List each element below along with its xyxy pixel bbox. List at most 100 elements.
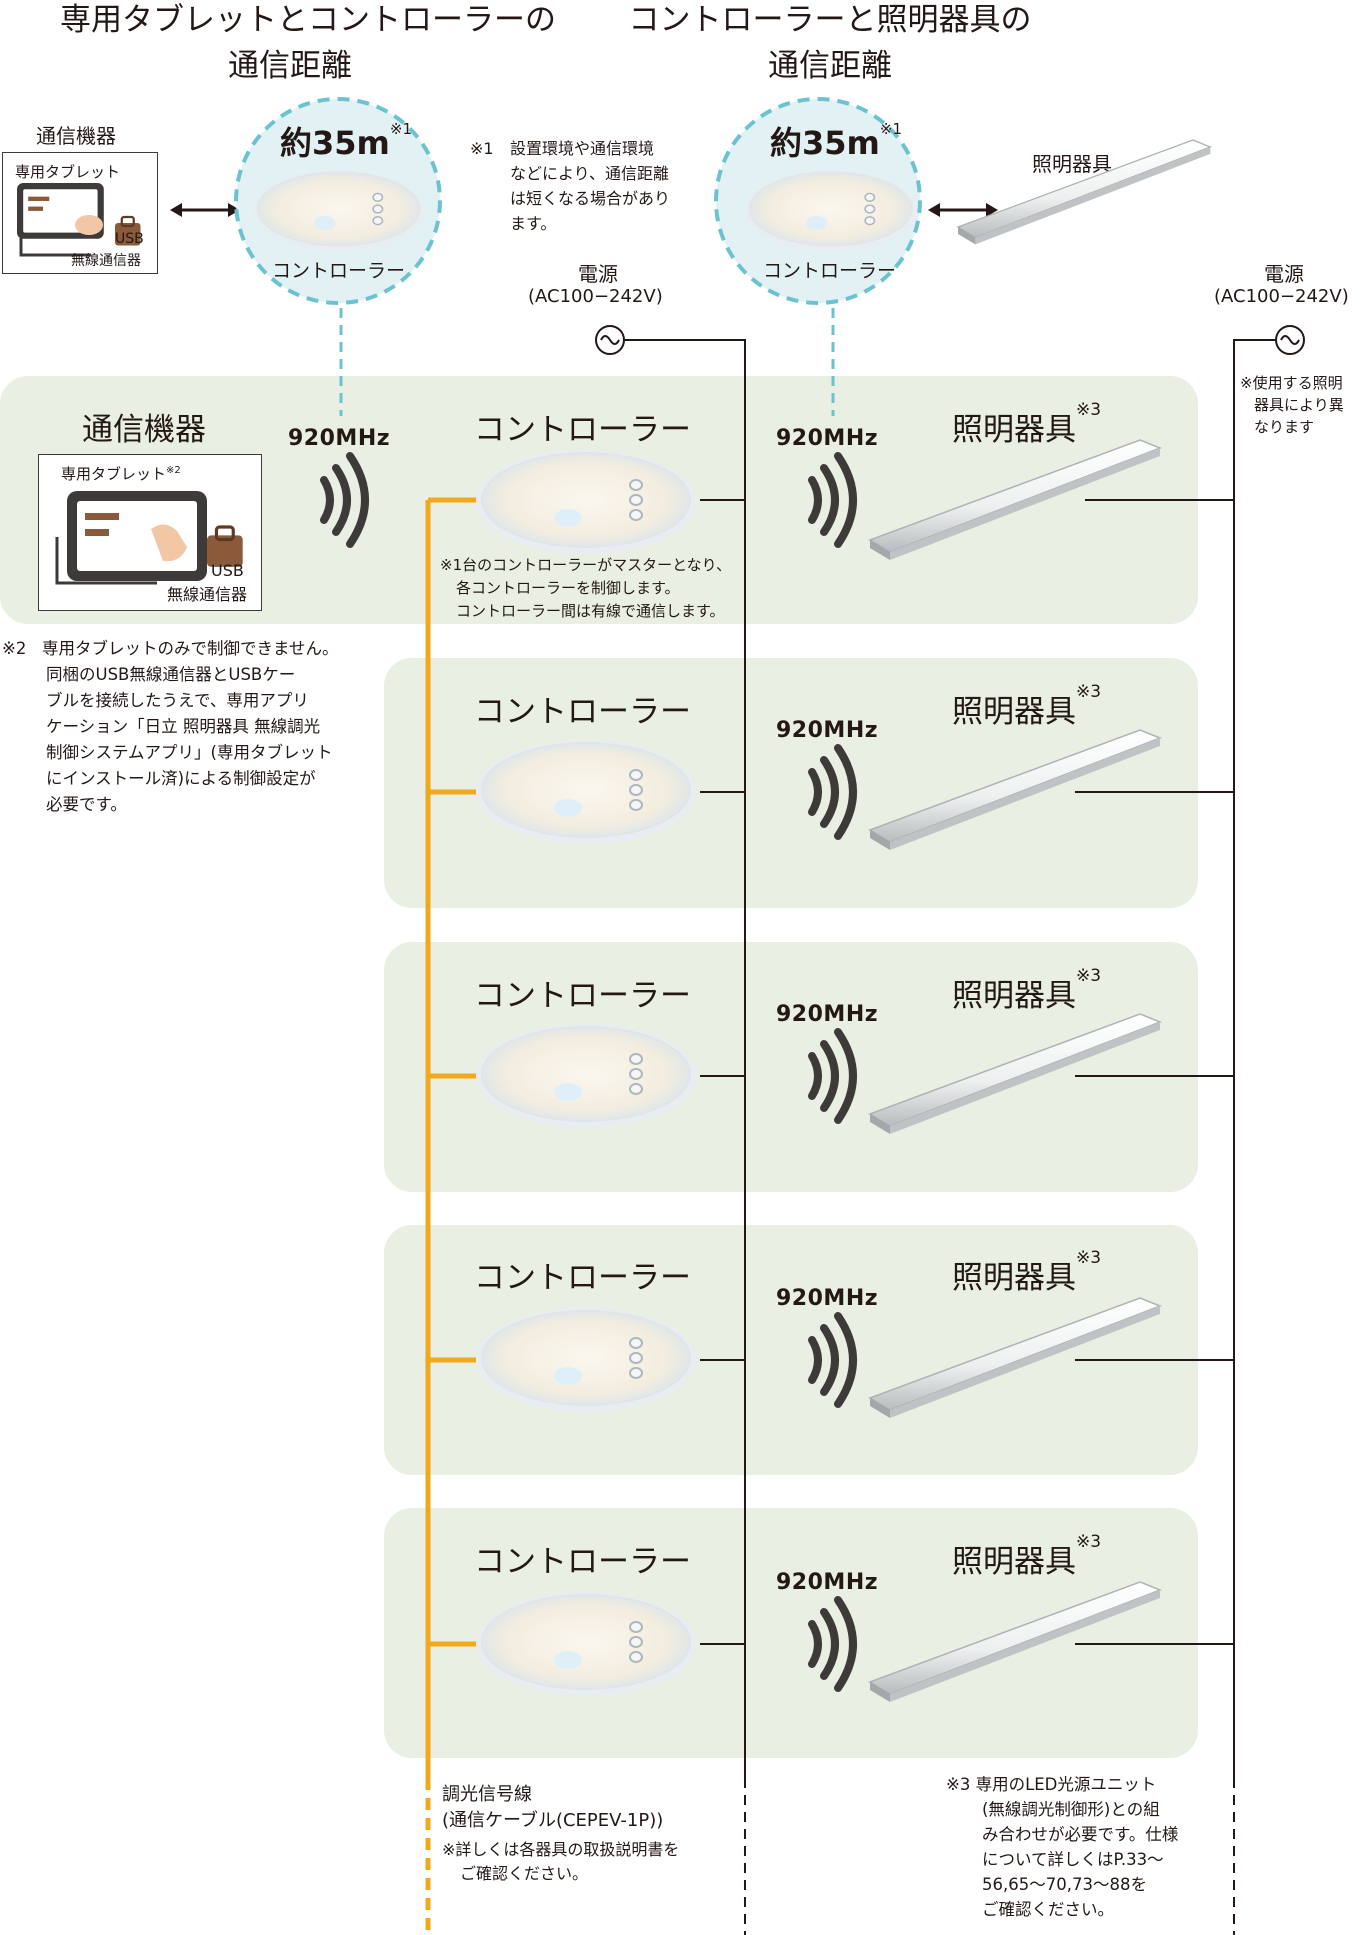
cable-spec: (通信ケーブル(CEPEV-1P)) [442,1810,664,1831]
row-2-light-mark: ※3 [1076,682,1102,702]
note1-line-2: などにより、通信距離 [510,164,670,183]
row-3-wave-icon [806,1038,876,1118]
right-power-note-3: なります [1254,418,1315,436]
left-title-line2: 通信距離 [228,48,352,84]
note3-line-2: (無線調光制御形)との組 [982,1800,1160,1819]
row-4-controller-image [475,1307,697,1413]
row1-tablet-mark: ※2 [166,465,181,476]
left-range-value: 約35m※1 [280,118,412,164]
left-range-mark: ※1 [389,120,413,138]
row-2-controller-image [475,739,697,845]
row1-left-freq: 920MHz [288,426,391,451]
row1-usb-line2: 無線通信器 [167,585,248,604]
row-1-wave-icon [806,462,876,542]
note3: ※3 専用のLED光源ユニット (無線調光制御形)との組 み合わせが必要です。仕… [946,1772,1226,1922]
row1-master-note-2: 各コントローラーを制御します。 [456,579,680,597]
cable-title: 調光信号線 [442,1784,532,1805]
row-4-freq: 920MHz [776,1286,879,1311]
note1: ※1 設置環境や通信環境 などにより、通信距離 は短くなる場合があり ます。 [470,136,700,236]
top-usb-line1: USB [115,231,144,247]
row-2-controller-label: コントローラー [474,694,691,730]
note3-line-4: について詳しくはP.33〜 [982,1850,1164,1869]
row-1-light-mark: ※3 [1076,400,1102,420]
middle-power-label: 電源 [578,262,618,286]
top-usb-line2: 無線通信器 [71,253,141,269]
left-range-text: 約35m [280,124,390,162]
row-4-light-mark: ※3 [1076,1248,1102,1268]
row1-left-wave-icon [318,462,388,542]
row1-tablet-label: 専用タブレット※2 [61,463,181,484]
note1-line-4: ます。 [510,214,557,233]
note2-line-1: 専用タブレットのみで制御できません。 [42,639,339,658]
top-light-label: 照明器具 [1032,152,1112,176]
top-left-controller-label: コントローラー [272,260,406,282]
cable-info: 調光信号線 (通信ケーブル(CEPEV-1P)) ※詳しくは各器具の取扱説明書を… [442,1782,742,1886]
row-5-light-mark: ※3 [1076,1532,1102,1552]
row-4-light-image [869,1297,1161,1419]
row-3-light-image [869,1013,1161,1135]
row-3-freq: 920MHz [776,1002,879,1027]
row-4-wave-icon [806,1322,876,1402]
top-tablet-icon [17,183,142,257]
row1-master-note-1: ※1台のコントローラーがマスターとなり、 [440,556,732,574]
note2-line-4: ケーション「日立 照明器具 無線調光 [46,717,321,736]
note3-line-1: ※3 専用のLED光源ユニット [946,1775,1157,1794]
note1-line-1: 設置環境や通信環境 [510,139,655,158]
row-5-controller-image [475,1591,697,1697]
row-5-light-image [869,1581,1161,1703]
row-3-controller-image [475,1023,697,1129]
row1-usb-line1: USB [211,561,244,580]
row-4-controller-label: コントローラー [474,1260,691,1296]
row-5-light-label: 照明器具※3 [952,1532,1101,1581]
left-double-arrow [170,203,240,217]
note2: ※2 専用タブレットのみで制御できません。 同梱のUSB無線通信器とUSBケー … [2,636,374,818]
row-1-freq: 920MHz [776,426,879,451]
row-3-light-text: 照明器具 [952,978,1076,1014]
row-2-wave-icon [806,754,876,834]
top-tablet-label: 専用タブレット [15,163,121,181]
middle-power-spec: (AC100−242V) [528,286,663,307]
note1-line-3: は短くなる場合があり [510,189,671,208]
row-2-light-image [869,729,1161,851]
row-1-controller-label: コントローラー [474,412,691,448]
note2-line-7: 必要です。 [46,795,127,814]
right-power-note-1: ※使用する照明 [1240,374,1343,392]
row1-device-title: 通信機器 [82,412,206,448]
row1-master-note-3: コントローラー間は有線で通信します。 [456,602,725,620]
note3-line-6: ご確認ください。 [982,1900,1114,1919]
note2-line-3: ブルを接続したうえで、専用アプリ [46,691,309,710]
row-5-wave-icon [806,1606,876,1686]
row-2-light-label: 照明器具※3 [952,682,1101,731]
row-2-light-text: 照明器具 [952,694,1076,730]
right-power-label: 電源 [1264,262,1304,286]
note2-mark: ※2 [2,639,27,658]
cable-note-2: ご確認ください。 [460,1864,589,1883]
right-power-note: ※使用する照明 器具により異 なります [1240,372,1366,438]
row-2-freq: 920MHz [776,718,879,743]
right-range-text: 約35m [770,124,880,162]
row-3-light-mark: ※3 [1076,966,1102,986]
right-title-line1: コントローラーと照明器具の [628,2,1032,38]
note1-mark: ※1 [470,139,494,158]
note3-line-5: 56,65〜70,73〜88を [982,1875,1147,1894]
left-title-line1: 専用タブレットとコントローラーの [60,2,556,38]
right-double-arrow [928,203,998,217]
row1-tablet-text: 専用タブレット [61,465,167,483]
right-power-note-2: 器具により異 [1254,396,1344,414]
left-title: 専用タブレットとコントローラーの 通信距離 [60,0,556,88]
note2-line-6: にインストール済)による制御設定が [46,769,316,788]
right-title: コントローラーと照明器具の 通信距離 [610,0,1050,88]
right-power-spec: (AC100−242V) [1214,286,1349,307]
note2-line-5: 制御システムアプリ」(専用タブレット [46,743,333,762]
row1-master-note: ※1台のコントローラーがマスターとなり、 各コントローラーを制御します。 コント… [440,554,731,623]
row-4-light-label: 照明器具※3 [952,1248,1101,1297]
right-range-value: 約35m※1 [770,118,902,164]
row-1-light-text: 照明器具 [952,412,1076,448]
row-3-controller-label: コントローラー [474,978,691,1014]
row-1-controller-image [475,449,697,555]
row-5-freq: 920MHz [776,1570,879,1595]
top-right-controller-label: コントローラー [763,260,897,282]
row-5-controller-label: コントローラー [474,1544,691,1580]
row-1-light-image [869,439,1161,561]
